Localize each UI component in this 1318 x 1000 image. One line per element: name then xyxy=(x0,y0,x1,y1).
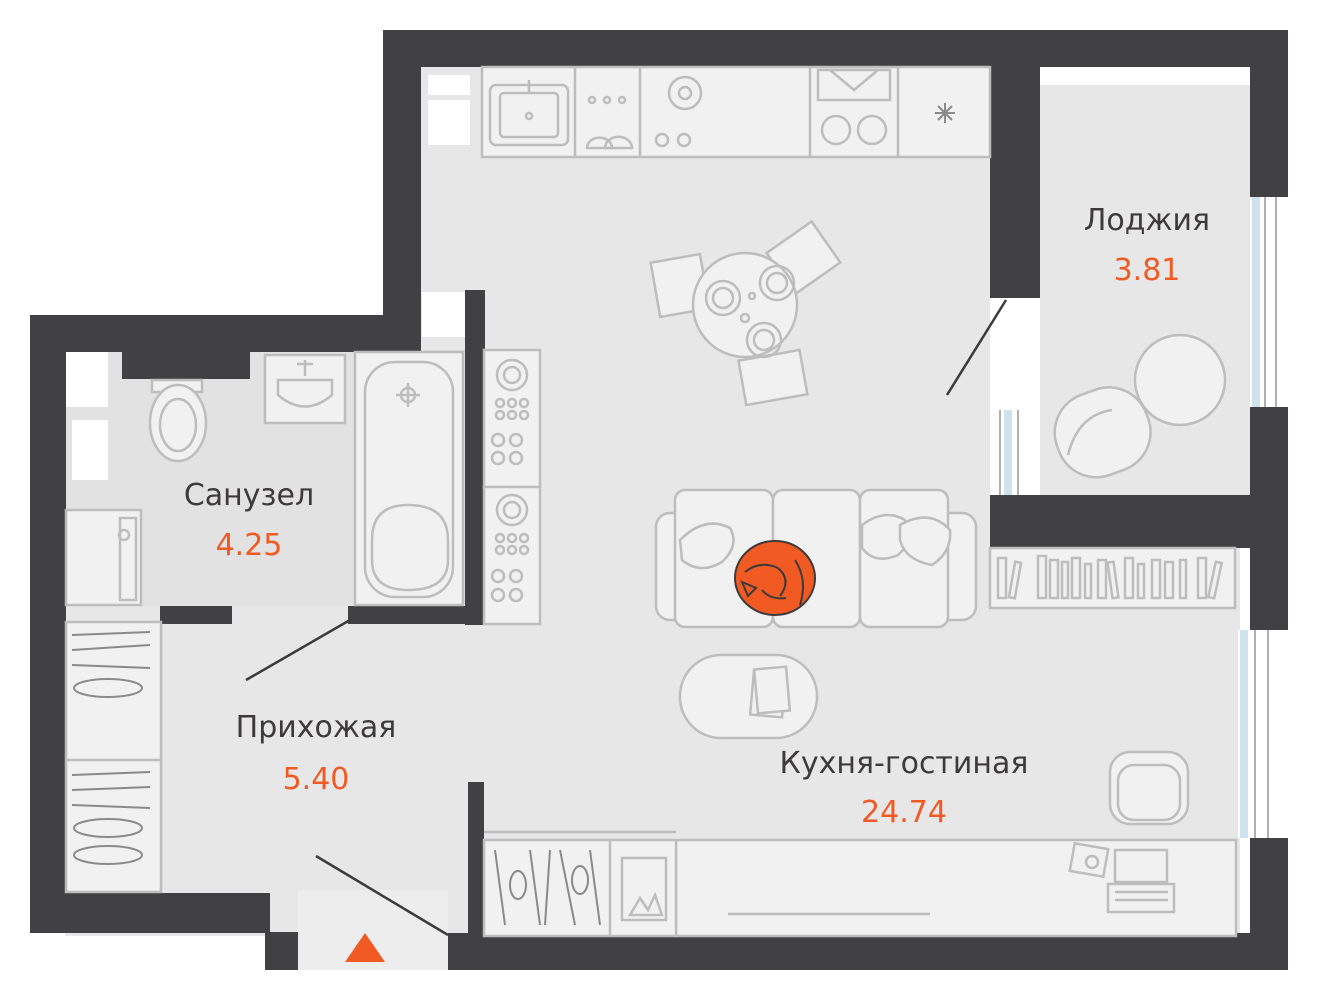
notepad-icon xyxy=(1068,841,1110,879)
room-labels: Лоджия 3.81 Санузел 4.25 Прихожая 5.40 К… xyxy=(184,203,1210,830)
wall-loggia-bottom xyxy=(990,495,1250,548)
wall-bath-bottom xyxy=(160,606,232,624)
room-name-bathroom: Санузел xyxy=(184,478,314,513)
laptop-icon xyxy=(1106,848,1176,914)
room-name-loggia: Лоджия xyxy=(1084,203,1210,238)
door-entrance xyxy=(315,854,449,937)
coffee-table xyxy=(678,653,819,740)
room-area-kitchen-living: 24.74 xyxy=(861,795,947,830)
wall-kitchen-left-lower xyxy=(468,782,484,937)
shaft-kitchen-2 xyxy=(428,100,470,145)
wall-bath-right-bottom xyxy=(348,606,480,624)
kitchen-counter xyxy=(480,65,992,159)
shaft-toilet-2 xyxy=(72,420,108,480)
door-bathroom xyxy=(245,618,351,682)
shaft-toilet-1 xyxy=(66,352,108,407)
loggia-armchair xyxy=(1053,386,1152,479)
wall-loggia-left xyxy=(990,65,1040,298)
dishwasher-icon xyxy=(585,95,634,150)
wall-door-left-jamb xyxy=(265,932,298,970)
wardrobe xyxy=(64,620,163,894)
wall-bottom-left xyxy=(30,893,270,933)
window-loggia-door xyxy=(990,410,1040,495)
door-loggia xyxy=(945,299,1008,396)
room-area-hallway: 5.40 xyxy=(283,762,350,797)
wall-bath-divider xyxy=(465,290,485,625)
window-living xyxy=(1238,630,1288,838)
bathtub-icon xyxy=(353,350,465,607)
cushion-left xyxy=(678,522,735,570)
doors xyxy=(245,299,1008,937)
bookshelf xyxy=(988,546,1237,610)
stove-icon xyxy=(816,68,892,146)
washer-stack xyxy=(482,348,542,626)
sofa xyxy=(654,488,978,629)
toilet-icon xyxy=(148,378,208,463)
washer-icon xyxy=(64,508,143,607)
wall-bottom-right xyxy=(448,933,1288,970)
cushion-right-2 xyxy=(898,516,952,567)
window-loggia xyxy=(1250,197,1288,407)
shaft-kitchen-1 xyxy=(428,75,470,95)
loggia-table xyxy=(1133,333,1227,427)
sink-icon xyxy=(488,80,570,147)
wall-toilet-partition xyxy=(122,352,250,379)
shaft-bath-1 xyxy=(422,292,465,337)
windows xyxy=(990,197,1288,838)
loggia-furniture xyxy=(1053,333,1227,479)
shafts xyxy=(66,75,470,480)
room-name-kitchen-living: Кухня-гостиная xyxy=(780,746,1029,781)
bathroom-fixtures xyxy=(64,350,465,607)
entrance-triangle-icon xyxy=(345,933,385,962)
room-area-bathroom: 4.25 xyxy=(216,528,283,563)
wall-kitchen-left-upper xyxy=(383,30,421,355)
lower-cabinet xyxy=(482,830,678,938)
cat-icon xyxy=(734,540,816,616)
dining-table xyxy=(649,219,843,407)
room-name-hallway: Прихожая xyxy=(236,710,397,745)
wall-left xyxy=(30,315,66,900)
fridge-icon xyxy=(935,103,955,123)
coffee-machine-icon xyxy=(654,75,703,148)
washbasin-icon xyxy=(263,353,347,425)
room-area-loggia: 3.81 xyxy=(1114,253,1181,288)
wall-top xyxy=(383,30,1288,67)
wall-bath-top xyxy=(30,315,420,352)
